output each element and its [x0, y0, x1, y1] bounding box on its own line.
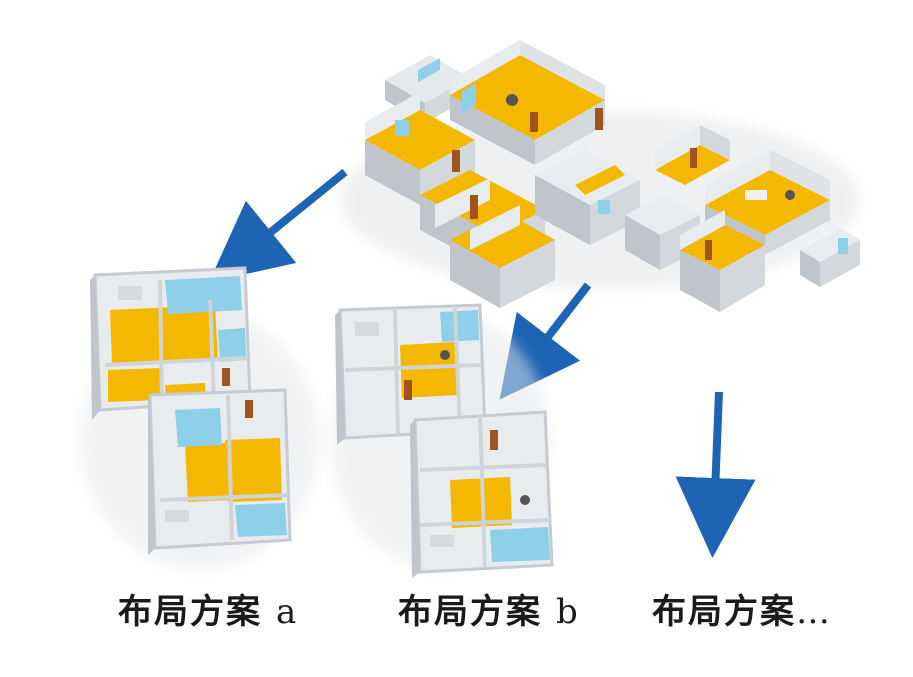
caption-suffix: … — [796, 592, 832, 632]
arrow-to-layout-a — [208, 168, 348, 283]
room-modules — [340, 40, 860, 312]
room-module — [450, 40, 605, 165]
room-module — [450, 205, 555, 308]
caption-suffix: b — [556, 592, 580, 632]
room-module — [680, 210, 765, 312]
caption-layout-b: 布局方案 b — [398, 584, 580, 633]
caption-text: 布局方案 — [398, 592, 542, 632]
caption-layout-a: 布局方案 a — [118, 584, 298, 633]
room-module — [800, 228, 860, 287]
room-module — [655, 125, 730, 185]
arrow-to-more-layouts — [675, 391, 756, 558]
floor-plan-b — [330, 303, 554, 578]
room-module — [535, 150, 640, 245]
caption-text: 布局方案 — [118, 592, 262, 632]
caption-text: 布局方案 — [652, 592, 796, 632]
floor-plan-a — [80, 266, 320, 570]
arrow-to-layout-b — [499, 282, 592, 400]
arrows — [208, 168, 756, 558]
caption-more-layouts: 布局方案… — [652, 584, 832, 633]
caption-suffix: a — [276, 592, 299, 632]
